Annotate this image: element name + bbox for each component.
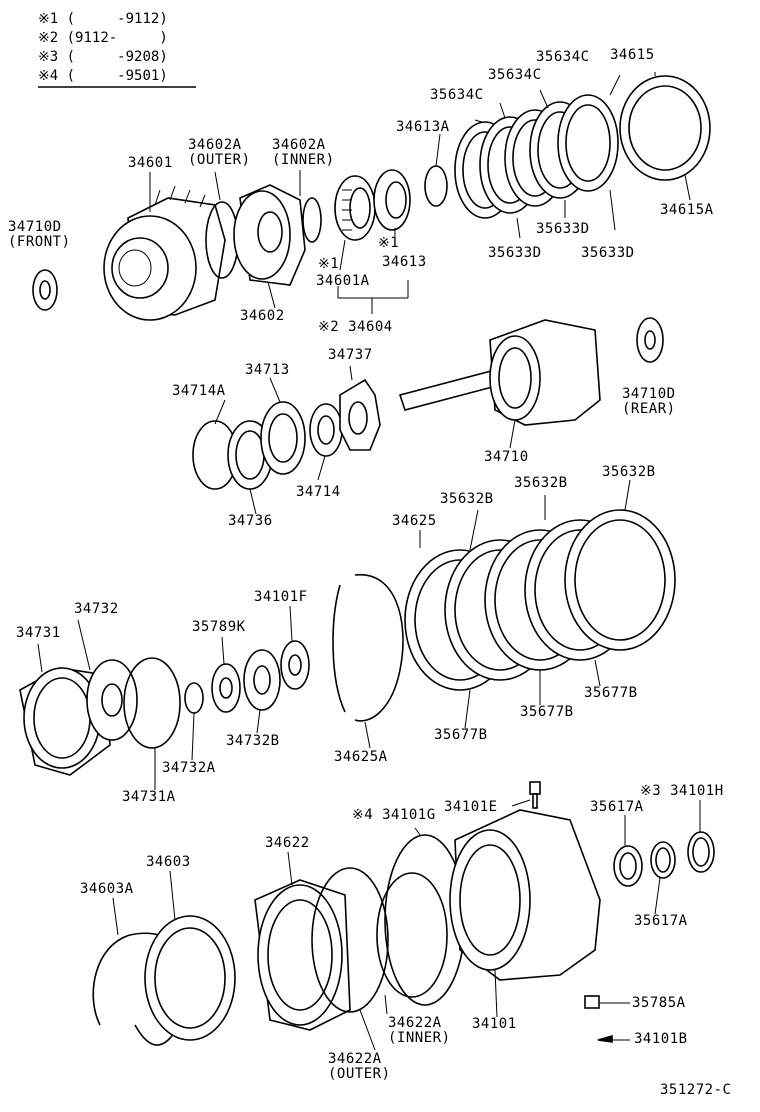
label-34731A: 34731A bbox=[122, 789, 176, 805]
label-35617A-1: 35617A bbox=[590, 799, 644, 815]
part-34737-plate[interactable] bbox=[339, 378, 381, 451]
part-34710D-rear-bearing[interactable] bbox=[636, 317, 664, 363]
label-35634C-1: 35634C bbox=[430, 87, 484, 103]
part-34615-flange[interactable] bbox=[619, 75, 711, 181]
part-34601-drum[interactable] bbox=[103, 185, 226, 321]
label-35634C-2: 35634C bbox=[488, 67, 542, 83]
part-34732B-bearing[interactable] bbox=[243, 649, 281, 711]
label-34714: 34714 bbox=[296, 484, 341, 500]
part-34622A-outer-ring[interactable] bbox=[311, 867, 389, 1013]
part-34713-gear[interactable] bbox=[260, 401, 306, 475]
label-34622A-outer: 34622A (OUTER) bbox=[328, 1051, 391, 1082]
label-34101: 34101 bbox=[472, 1016, 517, 1032]
label-35633D-3: 35633D bbox=[581, 245, 635, 261]
part-34602-piston[interactable] bbox=[233, 184, 306, 286]
part-34731A-snap-ring[interactable] bbox=[123, 657, 181, 749]
legend-mark-4: ※4 bbox=[38, 68, 59, 84]
part-34603-clutch[interactable] bbox=[144, 915, 236, 1041]
label-35677B-2: 35677B bbox=[520, 704, 574, 720]
legend-range-2: (9112- ) bbox=[66, 30, 168, 46]
label-34101B: 34101B bbox=[634, 1031, 688, 1047]
label-34601A: 34601A bbox=[316, 273, 370, 289]
part-34732-gear[interactable] bbox=[86, 659, 138, 741]
label-34101E: 34101E bbox=[444, 799, 498, 815]
part-34613-clutch-hub[interactable] bbox=[373, 169, 411, 231]
label-34731: 34731 bbox=[16, 625, 61, 641]
label-34736: 34736 bbox=[228, 513, 273, 529]
label-34622: 34622 bbox=[265, 835, 310, 851]
label-35785A: 35785A bbox=[632, 995, 686, 1011]
leader-lines bbox=[37, 72, 701, 1051]
label-35632B-1: 35632B bbox=[440, 491, 494, 507]
label-34710: 34710 bbox=[484, 449, 529, 465]
label-34601A-note: ※1 bbox=[318, 256, 340, 272]
part-34101E-bolt[interactable] bbox=[529, 781, 541, 809]
part-35617A-ring-1[interactable] bbox=[613, 845, 643, 887]
label-34602: 34602 bbox=[240, 308, 285, 324]
label-34713: 34713 bbox=[245, 362, 290, 378]
label-34101H: ※3 34101H bbox=[640, 783, 724, 799]
part-34710D-front-bearing[interactable] bbox=[32, 269, 58, 311]
part-34710-shaft[interactable] bbox=[398, 319, 601, 426]
label-35632B-2: 35632B bbox=[514, 475, 568, 491]
label-34732: 34732 bbox=[74, 601, 119, 617]
label-34625A: 34625A bbox=[334, 749, 388, 765]
label-35633D-1: 35633D bbox=[536, 221, 590, 237]
label-34101F: 34101F bbox=[254, 589, 308, 605]
label-34714A: 34714A bbox=[172, 383, 226, 399]
part-34101F-washer[interactable] bbox=[280, 640, 310, 690]
label-35677B-1: 35677B bbox=[434, 727, 488, 743]
label-34613: 34613 bbox=[382, 254, 427, 270]
part-35634C-35633D-plates[interactable] bbox=[454, 94, 619, 219]
label-35677B-3: 35677B bbox=[584, 685, 638, 701]
label-34737: 34737 bbox=[328, 347, 373, 363]
legend-range-1: ( -9112) bbox=[66, 11, 168, 27]
label-35634C-3: 35634C bbox=[536, 49, 590, 65]
part-34101B-clip[interactable] bbox=[597, 1034, 613, 1043]
label-34732B: 34732B bbox=[226, 733, 280, 749]
diagram-code: 351272-C bbox=[660, 1082, 732, 1098]
part-34101-case[interactable] bbox=[449, 809, 601, 981]
legend-range-3: ( -9208) bbox=[66, 49, 168, 65]
label-34101G: ※4 34101G bbox=[352, 807, 436, 823]
label-34613-note: ※1 bbox=[378, 235, 400, 251]
legend-range-4: ( -9501) bbox=[66, 68, 168, 84]
part-34601A-bearing[interactable] bbox=[334, 175, 376, 241]
label-34732A: 34732A bbox=[162, 760, 216, 776]
part-35785A-plug[interactable] bbox=[584, 995, 600, 1009]
label-34613A: 34613A bbox=[396, 119, 450, 135]
label-34602A-inner: 34602A (INNER) bbox=[272, 137, 335, 168]
part-34613A-snap-ring[interactable] bbox=[424, 165, 448, 207]
label-34625: 34625 bbox=[392, 513, 437, 529]
legend-mark-2: ※2 bbox=[38, 30, 59, 46]
part-35617A-ring-2[interactable] bbox=[650, 841, 676, 879]
part-34622-brake-hub[interactable] bbox=[254, 879, 351, 1031]
part-35789K-washer[interactable] bbox=[211, 663, 241, 713]
part-34602A-inner-ring[interactable] bbox=[302, 197, 322, 243]
label-34602A-outer: 34602A (OUTER) bbox=[188, 137, 251, 168]
part-34732A-washer[interactable] bbox=[184, 682, 204, 714]
part-34625A-snap-ring[interactable] bbox=[332, 574, 404, 722]
legend-mark-1: ※1 bbox=[38, 11, 59, 27]
label-34604: ※2 34604 bbox=[318, 319, 393, 335]
label-34603: 34603 bbox=[146, 854, 191, 870]
part-34101H-ring[interactable] bbox=[687, 831, 715, 873]
label-34603A: 34603A bbox=[80, 881, 134, 897]
label-35617A-2: 35617A bbox=[634, 913, 688, 929]
legend-mark-3: ※3 bbox=[38, 49, 59, 65]
label-34622A-inner: 34622A (INNER) bbox=[388, 1015, 451, 1046]
label-34615: 34615 bbox=[610, 47, 655, 63]
label-34601: 34601 bbox=[128, 155, 173, 171]
label-35789K: 35789K bbox=[192, 619, 246, 635]
label-35632B-3: 35632B bbox=[602, 464, 656, 480]
part-34625-35632B-35677B-plates[interactable] bbox=[404, 509, 676, 691]
part-34622A-inner-ring[interactable] bbox=[376, 872, 448, 998]
label-34710D-rear: 34710D (REAR) bbox=[622, 386, 676, 417]
label-35633D-2: 35633D bbox=[488, 245, 542, 261]
label-34615A: 34615A bbox=[660, 202, 714, 218]
label-34710D-front: 34710D (FRONT) bbox=[8, 219, 71, 250]
part-34714-bearing[interactable] bbox=[309, 403, 343, 457]
